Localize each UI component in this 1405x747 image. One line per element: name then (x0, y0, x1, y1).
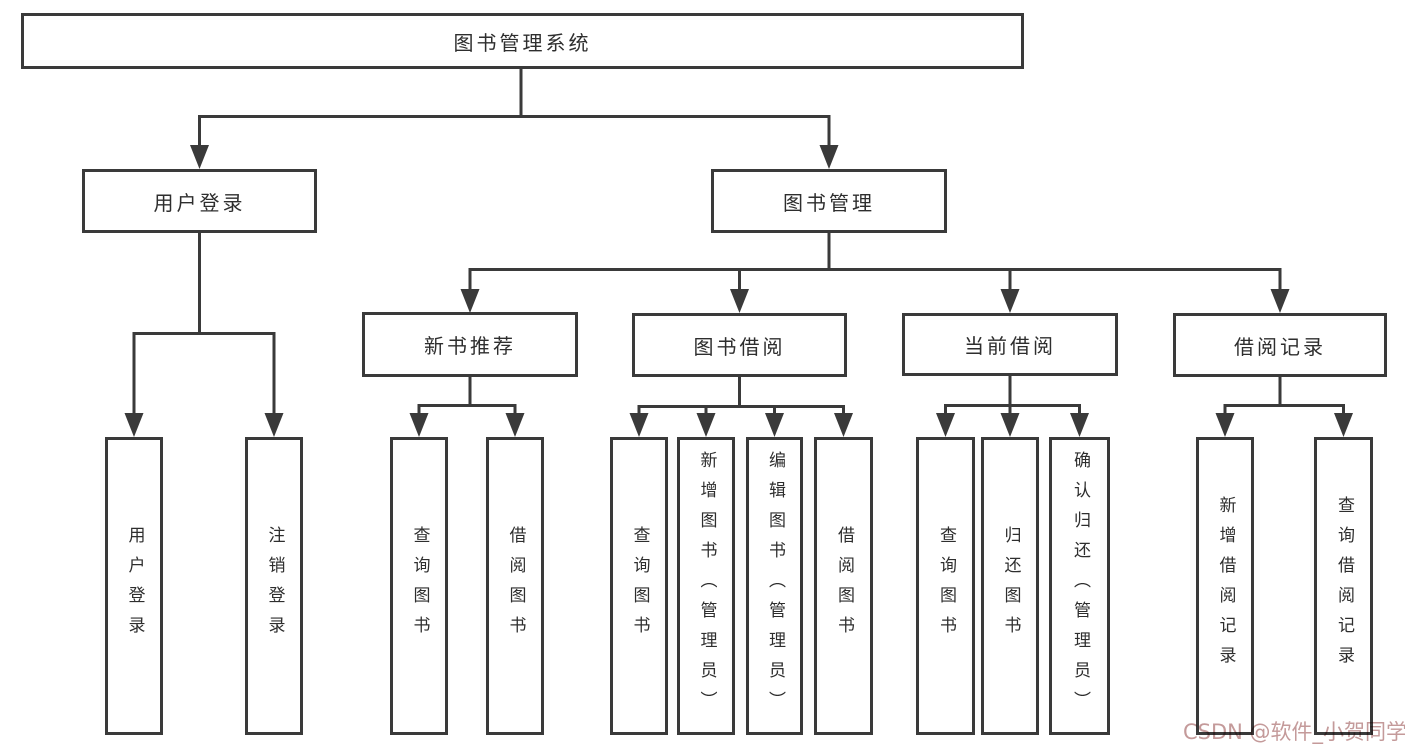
node-root: 图书管理系统 (21, 13, 1024, 69)
leaf-edit-books-admin: 编辑图书（管理员） (746, 437, 803, 735)
leaf-query-books-current: 查询图书 (916, 437, 975, 735)
leaf-add-borrow-record: 新增借阅记录 (1196, 437, 1254, 735)
leaf-logout: 注销登录 (245, 437, 303, 735)
node-user-login: 用户登录 (82, 169, 317, 233)
leaf-confirm-return-admin: 确认归还（管理员） (1049, 437, 1110, 735)
node-borrow-records: 借阅记录 (1173, 313, 1387, 377)
leaf-query-books-borrow: 查询图书 (610, 437, 668, 735)
leaf-add-books-admin: 新增图书（管理员） (677, 437, 735, 735)
leaf-borrow-books: 借阅图书 (814, 437, 873, 735)
node-new-book-recommend: 新书推荐 (362, 312, 578, 377)
node-current-borrow: 当前借阅 (902, 313, 1118, 376)
node-book-management: 图书管理 (711, 169, 947, 233)
watermark-text: CSDN @软件_小贺同学 (1183, 720, 1405, 744)
leaf-borrow-books-recommend: 借阅图书 (486, 437, 544, 735)
leaf-user-login: 用户登录 (105, 437, 163, 735)
tree-edges (132, 69, 1345, 416)
leaf-query-books-recommend: 查询图书 (390, 437, 448, 735)
arrowheads (124, 145, 1353, 437)
node-book-borrow: 图书借阅 (632, 313, 847, 377)
leaf-return-books: 归还图书 (981, 437, 1039, 735)
leaf-query-borrow-record: 查询借阅记录 (1314, 437, 1373, 735)
